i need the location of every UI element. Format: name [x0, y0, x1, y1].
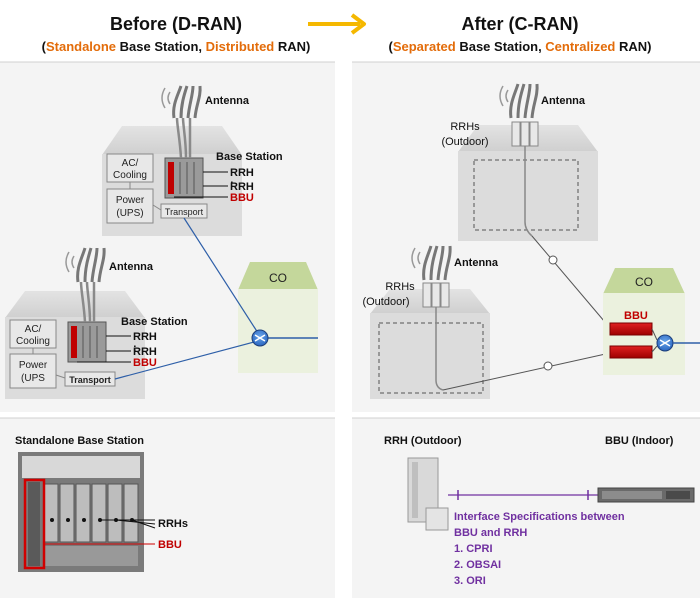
svg-text:Antenna: Antenna	[541, 95, 586, 107]
site-bottom-after: Antenna RRHs (Outdoor)	[362, 245, 499, 399]
svg-text:CO: CO	[269, 271, 287, 285]
svg-text:Antenna: Antenna	[109, 261, 154, 273]
antenna-top: Antenna	[161, 85, 250, 159]
spec-item-cpri: 1. CPRI	[454, 543, 493, 555]
svg-text:RRH: RRH	[230, 181, 254, 193]
bbu-highlight	[23, 478, 46, 570]
rrh-device-image	[407, 457, 449, 531]
standalone-base-station-image	[18, 452, 156, 572]
svg-text:BBU: BBU	[624, 310, 648, 322]
spec-item-ori: 3. ORI	[454, 575, 486, 587]
base-station-bottom: AC/ Cooling Power (UPS Transport Base St…	[5, 291, 188, 399]
svg-text:Power: Power	[116, 195, 145, 206]
bbu-label: BBU	[158, 539, 182, 551]
svg-text:Cooling: Cooling	[16, 336, 50, 347]
ac-cooling-box	[106, 153, 154, 183]
before-title: Before (D-RAN)	[110, 14, 242, 34]
svg-text::: :	[230, 178, 234, 190]
base-station-top: AC/ Cooling Power (UPS) Transport Base S…	[102, 126, 283, 236]
svg-text:AC/: AC/	[122, 158, 139, 169]
bbu-pool-unit-2	[609, 345, 653, 359]
bbu-pool-unit-1	[609, 322, 653, 336]
fronthaul-links	[442, 235, 611, 391]
svg-text::: :	[133, 342, 137, 354]
svg-text:BBU: BBU	[133, 357, 157, 369]
svg-text:AC/: AC/	[25, 324, 42, 335]
svg-text:RRHs: RRHs	[385, 281, 415, 293]
svg-text:Interface Specifications betwe: Interface Specifications between	[454, 511, 625, 523]
svg-text:Antenna: Antenna	[454, 257, 499, 269]
svg-text:(UPS): (UPS)	[116, 208, 143, 219]
standalone-title: Standalone Base Station	[15, 435, 144, 447]
svg-text:RRHs: RRHs	[450, 121, 480, 133]
svg-text:(Outdoor): (Outdoor)	[441, 136, 488, 148]
site-top-after: Antenna RRHs (Outdoor)	[441, 83, 598, 241]
svg-text:BBU: BBU	[230, 192, 254, 204]
svg-text:Base Station: Base Station	[216, 151, 283, 163]
central-office-before: CO	[114, 217, 318, 380]
spec-item-obsai: 2. OBSAI	[454, 559, 501, 571]
rrh-outdoor-label: RRH (Outdoor)	[384, 435, 462, 447]
svg-text:Transport: Transport	[69, 375, 111, 385]
svg-text:RRH: RRH	[133, 331, 157, 343]
after-subtitle: (Separated Base Station, Centralized RAN…	[389, 39, 652, 54]
bbu-indoor-image	[597, 487, 695, 503]
svg-text:BBU and RRH: BBU and RRH	[454, 527, 527, 539]
svg-text:Antenna: Antenna	[205, 95, 250, 107]
svg-text:RRH: RRH	[133, 346, 157, 358]
after-title: After (C-RAN)	[462, 14, 579, 34]
svg-text:(Outdoor): (Outdoor)	[362, 296, 409, 308]
svg-text:Cooling: Cooling	[113, 170, 147, 181]
svg-text:CO: CO	[635, 275, 653, 289]
rrhs-label: RRHs	[158, 518, 188, 530]
before-subtitle: (Standalone Base Station, Distributed RA…	[42, 39, 311, 54]
transition-arrow	[308, 13, 366, 35]
svg-text:Transport: Transport	[165, 207, 204, 217]
central-office-after: CO BBU	[603, 268, 700, 375]
antenna-bottom: Antenna	[65, 247, 154, 323]
svg-text:RRH: RRH	[230, 167, 254, 179]
interface-specs: Interface Specifications between BBU and…	[454, 511, 625, 587]
svg-text:Power: Power	[19, 360, 48, 371]
svg-text:(UPS: (UPS	[21, 373, 45, 384]
svg-text:Base Station: Base Station	[121, 316, 188, 328]
bbu-indoor-label: BBU (Indoor)	[605, 435, 674, 447]
